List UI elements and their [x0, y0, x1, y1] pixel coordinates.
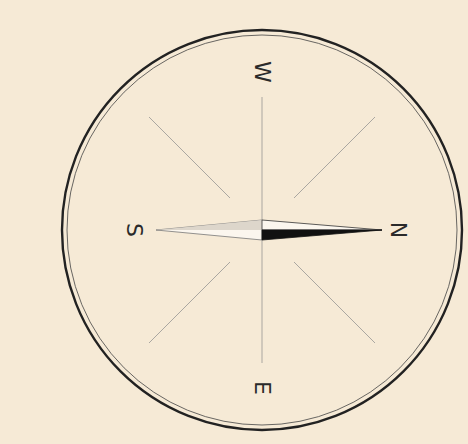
direction-letter: E [251, 381, 273, 395]
direction-letter: N [387, 222, 409, 238]
direction-letter: W [251, 61, 273, 83]
spoke [149, 262, 230, 343]
south-needle-shade [156, 220, 262, 230]
north-needle-light [262, 220, 382, 230]
north-needle-dark [262, 230, 382, 240]
spoke [294, 262, 375, 343]
outer-ring [62, 30, 462, 430]
inner-ring [67, 35, 457, 425]
south-needle [156, 220, 262, 240]
direction-letter: S [123, 223, 145, 237]
compass-needle [156, 220, 382, 240]
spoke [149, 117, 230, 198]
spoke [294, 117, 375, 198]
